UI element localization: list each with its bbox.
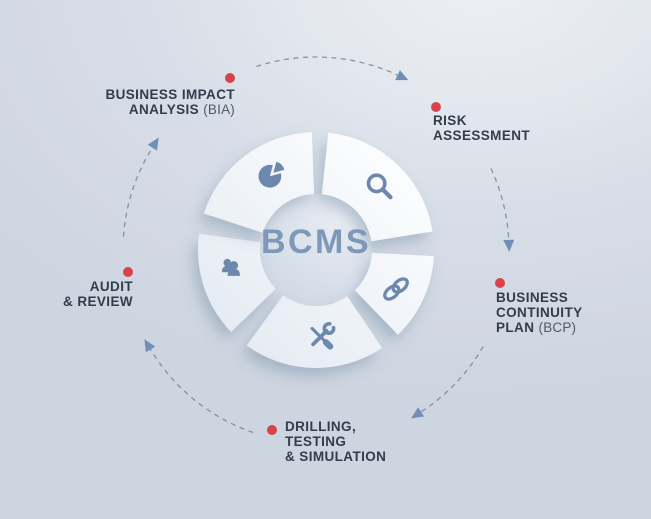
step-label-line: & SIMULATION (285, 449, 387, 464)
ring-segment-bcp (354, 252, 434, 335)
arrowhead-icon (503, 239, 515, 252)
step-label-audit: AUDIT& REVIEW (63, 279, 133, 309)
segment-icons (221, 161, 409, 350)
chain-link-icon (383, 277, 409, 301)
step-label-line: BUSINESS IMPACT (105, 87, 235, 102)
step-marker-dot-drilling (267, 425, 277, 435)
arrowhead-icon (144, 339, 156, 353)
step-label-line: AUDIT (89, 279, 133, 294)
step-label-line: ASSESSMENT (433, 128, 531, 143)
arrowhead-icon (147, 137, 159, 151)
step-label-line: CONTINUITY (496, 305, 583, 320)
step-label-line: TESTING (285, 434, 347, 449)
step-marker-dot-risk (431, 102, 441, 112)
ring-segment-risk (321, 132, 433, 242)
arrowhead-icon (411, 407, 425, 419)
pie-chart-icon (258, 161, 285, 188)
ring-segment-audit (198, 233, 276, 332)
center-label: BCMS (261, 223, 371, 261)
ring-hole (260, 194, 372, 306)
step-label-line: PLAN (BCP) (496, 320, 577, 335)
step-marker-dot-bia (225, 73, 235, 83)
flow-arc-4 (122, 147, 153, 237)
step-label-drilling: DRILLING,TESTING& SIMULATION (285, 419, 386, 464)
search-icon (366, 173, 393, 200)
ring-segment-bia (203, 132, 315, 233)
step-label-line: ANALYSIS (BIA) (128, 102, 235, 117)
flow-arrows (122, 56, 515, 434)
step-marker-dot-bcp (495, 278, 505, 288)
step-marker-dot-audit (123, 267, 133, 277)
flow-arc-2 (420, 346, 484, 413)
flow-arc-3 (150, 349, 254, 434)
tools-icon (310, 322, 336, 350)
step-label-line: & REVIEW (63, 294, 133, 309)
flow-arc-1 (490, 168, 510, 240)
step-label-line: RISK (433, 113, 467, 128)
people-icon (221, 258, 241, 276)
step-label-abbrev: (BCP) (538, 320, 577, 335)
step-label-line: DRILLING, (285, 419, 357, 434)
arrowhead-icon (395, 70, 409, 81)
flow-arc-0 (256, 56, 398, 76)
step-label-abbrev: (BIA) (203, 102, 235, 117)
step-label-line: BUSINESS (496, 290, 569, 305)
